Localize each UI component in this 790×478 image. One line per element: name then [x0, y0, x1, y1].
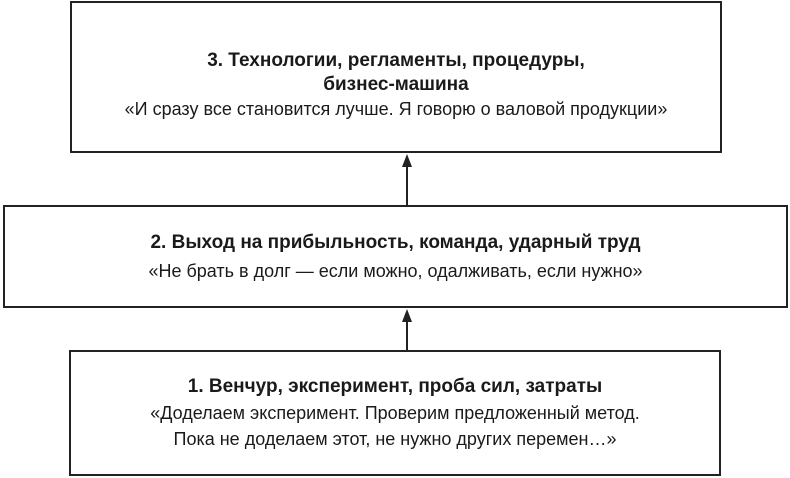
arrow-stage-2-to-stage-3	[402, 154, 412, 205]
stage-1-quote-line-2: Пока не доделаем этот, не нужно других п…	[173, 429, 617, 449]
stage-3-title-line-1: 3. Технологии, регламенты, процедуры,	[207, 50, 585, 71]
stage-1-quote-line-1: «Доделаем эксперимент. Проверим предложе…	[150, 403, 640, 423]
stage-2-title: 2. Выход на прибыльность, команда, ударн…	[150, 231, 641, 253]
stage-2-quote: «Не брать в долг — если можно, одалживат…	[148, 260, 643, 281]
arrow-stage-1-to-stage-2	[402, 309, 412, 350]
stage-1-box: 1. Венчур, эксперимент, проба сил, затра…	[69, 350, 721, 476]
stage-3-title-line-2: бизнес-машина	[323, 74, 469, 95]
arrow-head-lower-icon	[402, 309, 412, 322]
stage-3-quote: «И сразу все становится лучше. Я говорю …	[124, 99, 668, 119]
stage-3-box: 3. Технологии, регламенты, процедуры, би…	[70, 1, 722, 153]
arrow-head-upper-icon	[402, 154, 412, 167]
stage-1-title: 1. Венчур, эксперимент, проба сил, затра…	[187, 376, 603, 397]
stage-2-box: 2. Выход на прибыльность, команда, ударн…	[3, 205, 788, 308]
